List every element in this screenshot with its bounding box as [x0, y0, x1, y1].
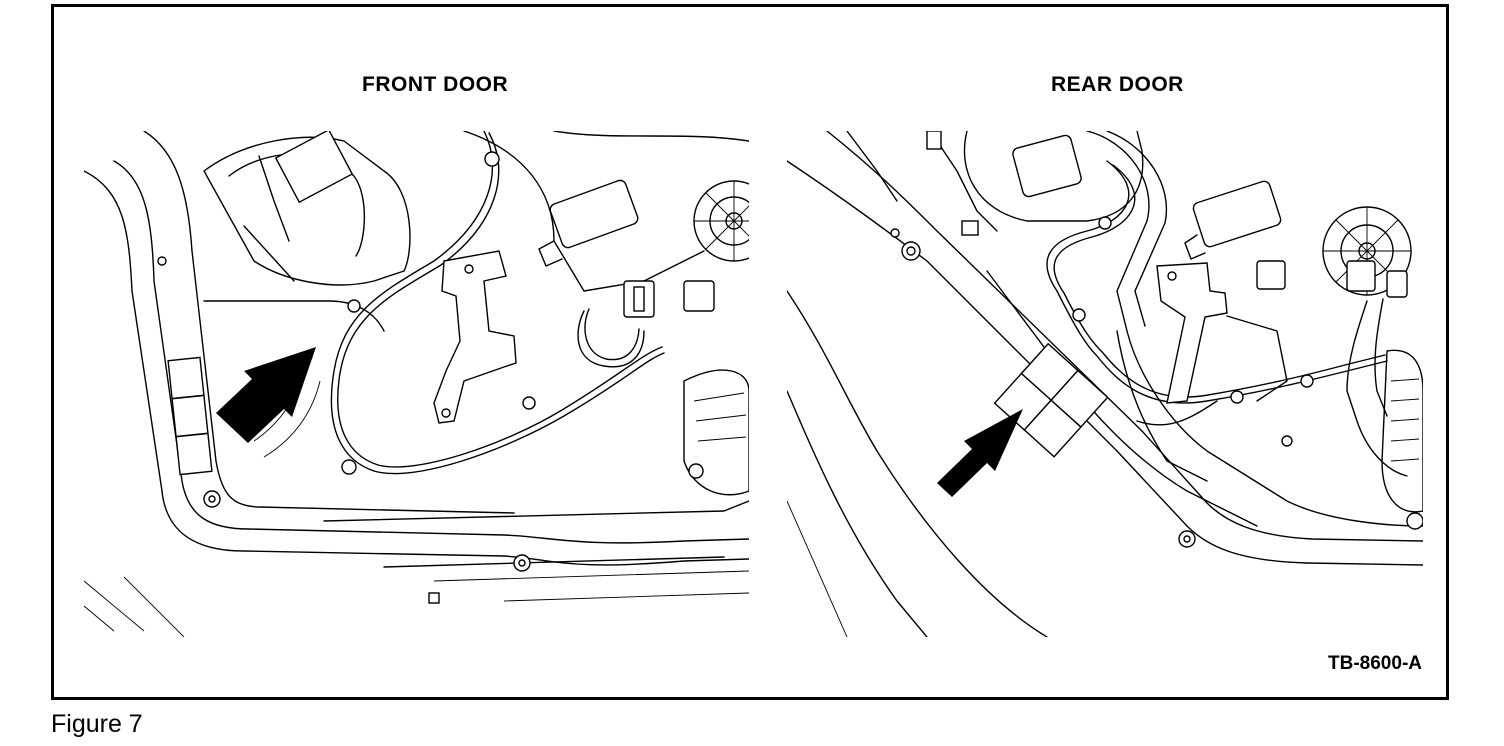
rear-pad-stack — [993, 342, 1109, 458]
front-window-motor — [549, 179, 639, 249]
figure-frame: FRONT DOOR REAR DOOR — [51, 4, 1449, 700]
rear-door-inner-edge — [787, 290, 1048, 637]
front-latch-box — [274, 131, 354, 204]
front-pointer-arrow — [216, 347, 316, 443]
rear-regulator-bracket — [1156, 262, 1228, 404]
reference-code: TB-8600-A — [1328, 653, 1422, 674]
front-regulator-bracket — [433, 250, 517, 424]
rear-window-motor — [1192, 180, 1282, 248]
rear-door-title: REAR DOOR — [1051, 73, 1184, 96]
rear-fastener — [901, 241, 921, 261]
rear-pointer-arrow — [937, 409, 1023, 497]
figure-caption: Figure 7 — [51, 710, 143, 738]
rear-connector-a — [1256, 260, 1286, 290]
front-door-skin-line — [143, 131, 515, 514]
front-door-cavity — [203, 136, 411, 286]
front-door-lower-edge — [84, 576, 185, 637]
rear-latch-box — [1012, 134, 1082, 198]
front-connector-b — [683, 280, 715, 312]
rear-door-illustration — [787, 131, 1423, 637]
front-fastener — [203, 490, 221, 508]
front-door-illustration — [84, 131, 749, 637]
front-door-bottom-rail — [323, 500, 749, 522]
front-door-outer-edge — [84, 170, 749, 566]
front-door-inner-edge — [113, 160, 749, 544]
rear-connector-b — [1346, 260, 1376, 292]
front-door-title: FRONT DOOR — [362, 73, 509, 96]
front-wiring-harness — [330, 131, 665, 475]
front-door-drawing — [84, 131, 749, 637]
rear-door-drawing — [787, 131, 1423, 637]
front-speaker-area — [683, 369, 749, 496]
rear-door-outer-edge — [787, 160, 1423, 566]
front-pad-stack — [167, 356, 213, 476]
rear-speaker-area — [1381, 349, 1423, 513]
